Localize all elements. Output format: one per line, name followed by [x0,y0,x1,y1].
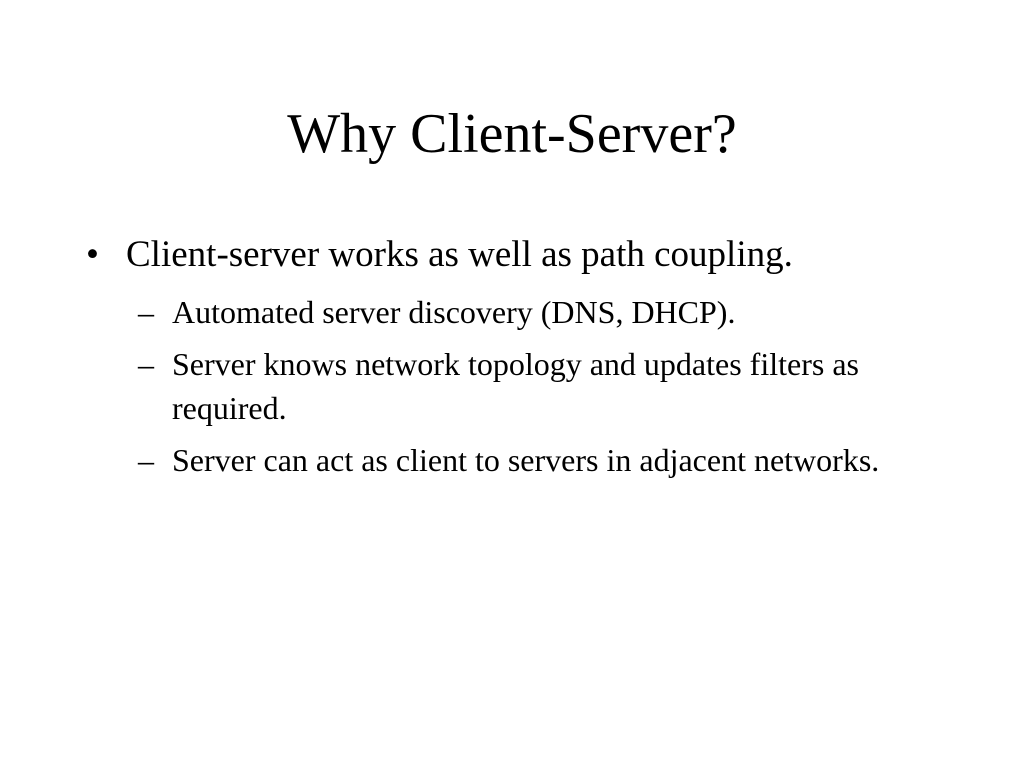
sub-bullet-item: – Server knows network topology and upda… [86,342,926,430]
sub-bullet-text: Server knows network topology and update… [172,346,859,426]
sub-bullet-text: Server can act as client to servers in a… [172,442,880,478]
dash-icon: – [138,294,154,330]
slide-title: Why Client-Server? [287,103,737,165]
dash-icon: – [138,346,154,382]
sub-bullet-item: – Server can act as client to servers in… [86,438,926,482]
slide-content: • Client-server works as well as path co… [86,232,926,490]
sub-bullet-list: – Automated server discovery (DNS, DHCP)… [86,290,926,482]
bullet-item: • Client-server works as well as path co… [86,232,926,278]
bullet-text: Client-server works as well as path coup… [126,234,793,275]
dash-icon: – [138,442,154,478]
bullet-dot-icon: • [86,234,99,275]
sub-bullet-text: Automated server discovery (DNS, DHCP). [172,294,736,330]
sub-bullet-item: – Automated server discovery (DNS, DHCP)… [86,290,926,334]
